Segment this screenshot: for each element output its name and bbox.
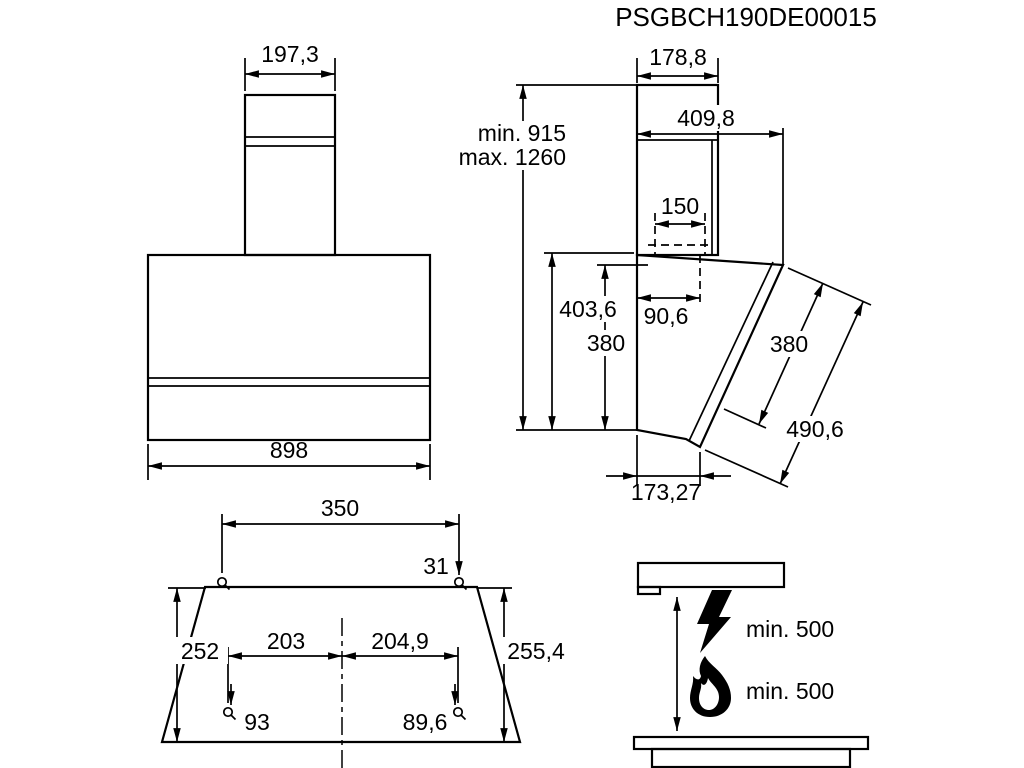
- part-number: PSGBCH190DE00015: [615, 2, 877, 32]
- dim-body-width: 898: [270, 437, 308, 463]
- dim-panel-length: 490,6: [786, 416, 844, 442]
- dim-left-half: 203: [267, 628, 305, 654]
- lightning-icon: [697, 590, 732, 653]
- label-background: [500, 637, 572, 664]
- hood-bottom-lip: [636, 585, 662, 596]
- dim-right-hole-offset: 89,6: [403, 709, 448, 735]
- chimney-side-outline: [635, 83, 720, 257]
- dim-inner-height: 380: [587, 330, 625, 356]
- dim-total-depth: 409,8: [677, 105, 735, 131]
- clearance-view: min. 500 min. 500: [632, 561, 870, 768]
- keyhole-icon: [452, 706, 467, 721]
- mounting-template-view: 350 31 252 203 204,9 255,4 93 89,6: [160, 495, 572, 768]
- label-background: [673, 105, 740, 131]
- hood-body-outline: [146, 253, 432, 442]
- label-background: [780, 416, 850, 442]
- dim-left-hole-offset: 93: [244, 709, 270, 735]
- dim-duct-width: 150: [661, 193, 699, 219]
- dim-bottom-depth: 173,27: [631, 479, 701, 505]
- dim-right-height: 255,4: [507, 638, 565, 664]
- label-background: [470, 121, 570, 146]
- dimension-lines: [147, 58, 431, 480]
- hood-bottom-outline: [636, 561, 786, 589]
- label-background: [764, 331, 814, 357]
- dimension-lines: [168, 514, 512, 768]
- dim-height-max: max. 1260: [459, 144, 566, 170]
- label-background: [553, 296, 623, 322]
- dimension-lines: [516, 58, 872, 488]
- dim-electric-clearance: min. 500: [746, 616, 834, 642]
- dim-body-height: 403,6: [559, 296, 617, 322]
- dim-top-hole-offset: 31: [423, 553, 449, 579]
- label-background: [450, 145, 570, 170]
- label-background: [172, 637, 228, 664]
- dim-hole-span: 350: [321, 495, 359, 521]
- keyhole-icon: [222, 706, 237, 721]
- dim-panel-width: 380: [770, 331, 808, 357]
- label-background: [581, 330, 631, 356]
- dim-right-half: 204,9: [371, 628, 429, 654]
- dim-chimney-depth: 178,8: [649, 44, 707, 70]
- dim-duct-offset: 90,6: [644, 303, 689, 329]
- cooktop-body-outline: [650, 747, 852, 768]
- front-view: 197,3 898: [146, 41, 432, 480]
- dim-gas-clearance: min. 500: [746, 678, 834, 704]
- dim-left-height: 252: [181, 638, 219, 664]
- hood-side-outline: [635, 253, 785, 449]
- dim-chimney-width: 197,3: [261, 41, 319, 67]
- dim-height-min: min. 915: [478, 120, 566, 146]
- keyhole-icon: [453, 576, 468, 591]
- flame-icon: [690, 656, 731, 717]
- side-view: 178,8 409,8 min. 915 max. 1260 150 403,6…: [450, 44, 872, 505]
- keyhole-icon: [216, 576, 231, 591]
